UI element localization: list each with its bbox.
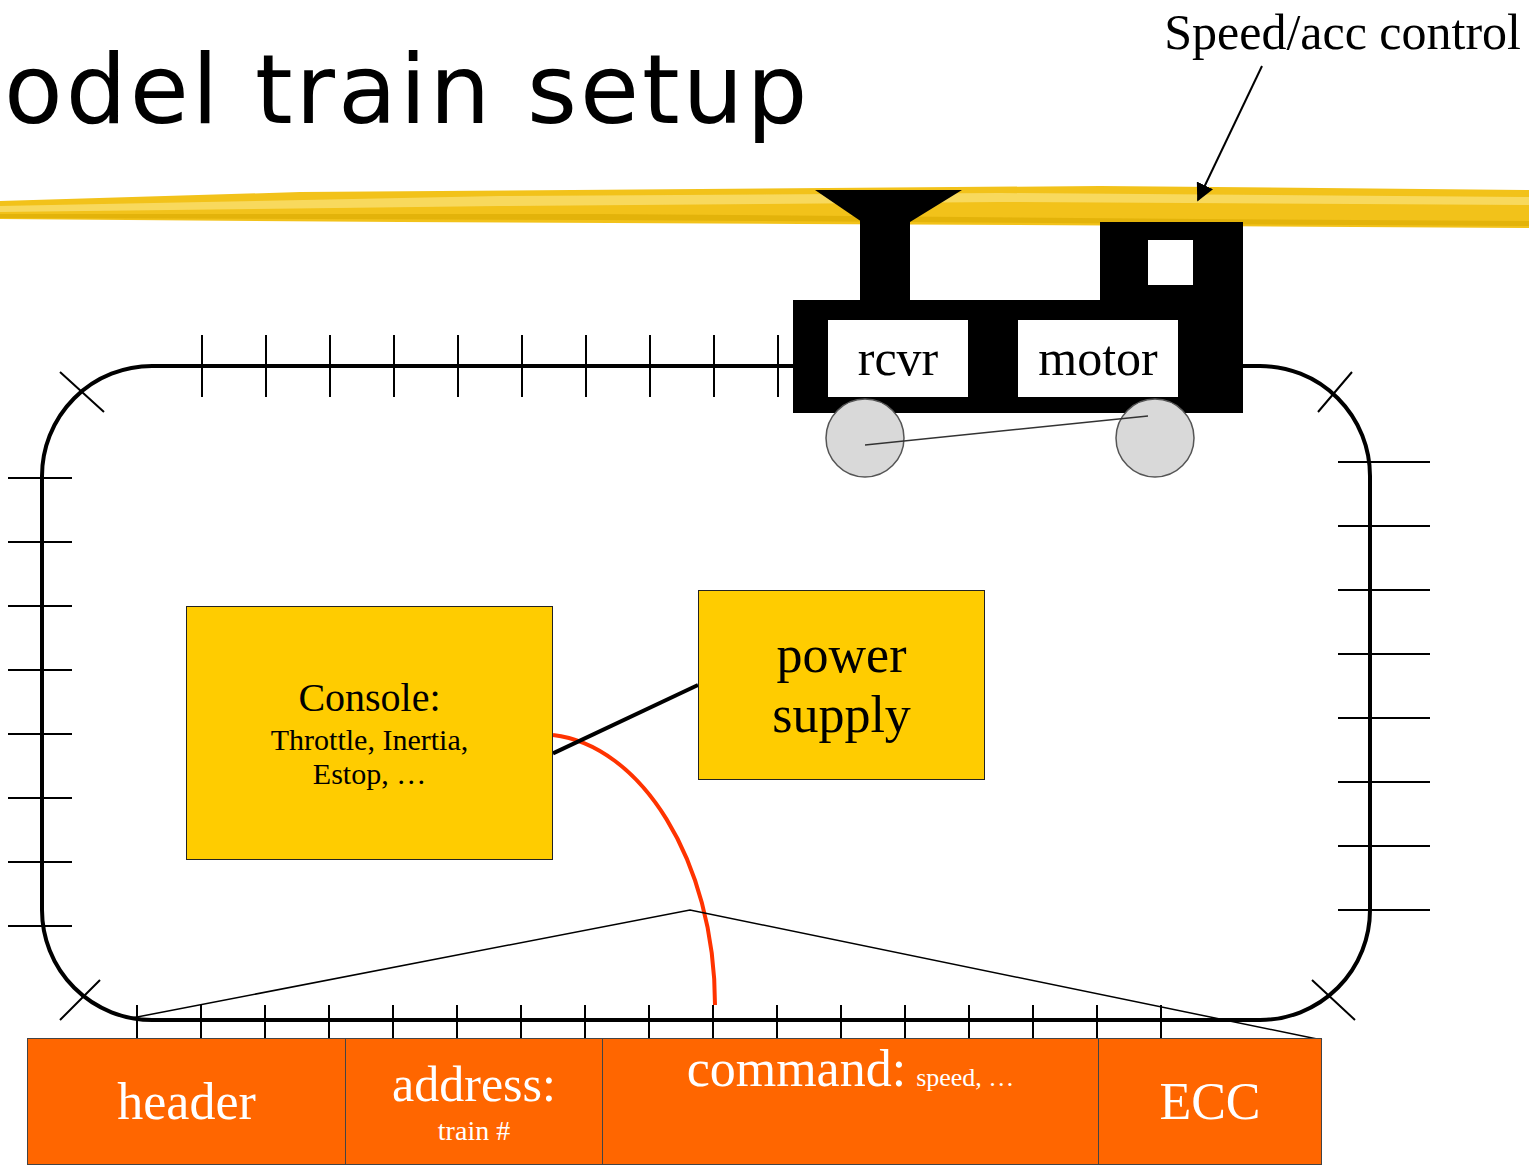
node-text: command: [687, 1039, 907, 1099]
callout-label: Speed/acc control [1164, 4, 1521, 62]
train-body [793, 300, 1243, 413]
cab-window [1148, 240, 1193, 285]
leader-line [1198, 66, 1262, 200]
power-supply-box: power supply [698, 590, 985, 780]
command-signal-line [553, 735, 715, 1005]
slide-title: odel train setup [4, 38, 810, 144]
train-wheel [826, 399, 904, 477]
receiver-box: rcvr [828, 320, 968, 397]
packet-expansion-lines [132, 910, 1322, 1040]
packet-field: ECC [1098, 1038, 1322, 1165]
track-ties [8, 335, 1430, 1038]
node-text: rcvr [858, 330, 939, 388]
train-wheel [1116, 399, 1194, 477]
train-cab [1100, 222, 1243, 304]
node-text: Throttle, Inertia, Estop, … [240, 723, 500, 792]
node-text: header [117, 1072, 256, 1132]
motor-box: motor [1018, 320, 1178, 397]
node-text: motor [1038, 330, 1157, 388]
track-loop [42, 366, 1370, 1020]
node-text: Console: [298, 675, 440, 721]
wheel-rod [865, 416, 1148, 445]
console-box: Console:Throttle, Inertia, Estop, … [186, 606, 553, 860]
packet-field: command: speed, … [602, 1038, 1099, 1165]
node-text: speed, … [916, 1063, 1014, 1093]
title-underline-shade [0, 214, 1529, 226]
power-cable [553, 685, 698, 753]
node-text: address: [392, 1056, 556, 1114]
title-underline [0, 186, 1529, 228]
title-underline-highlight [0, 193, 1529, 212]
packet-field: header [27, 1038, 346, 1165]
train-chimney [860, 215, 910, 305]
node-text: ECC [1159, 1072, 1260, 1132]
packet-field: address:train # [345, 1038, 603, 1165]
node-text: train # [438, 1115, 510, 1147]
node-text: power supply [732, 625, 952, 745]
